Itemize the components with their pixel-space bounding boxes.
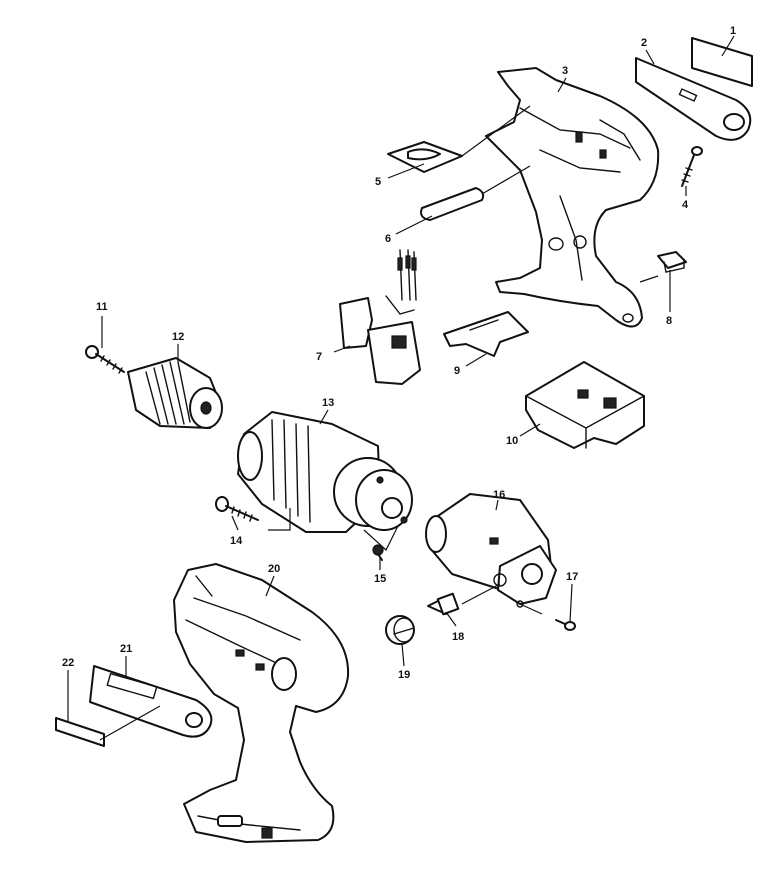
part-switch — [339, 249, 421, 385]
part-small-screw — [363, 525, 399, 561]
part-battery-terminal-block — [525, 361, 645, 449]
callout-4: 4 — [682, 199, 689, 211]
part-reverse-lever — [420, 187, 485, 221]
part-tapping-screw — [681, 146, 703, 187]
callout-5: 5 — [375, 176, 381, 188]
callout-8: 8 — [666, 315, 672, 327]
callout-17: 17 — [566, 571, 578, 583]
part-brush-cap — [385, 615, 415, 645]
callout-21: 21 — [120, 643, 132, 655]
callout-10: 10 — [506, 435, 518, 447]
part-dc-motor — [425, 493, 557, 608]
callout-15: 15 — [374, 573, 386, 585]
callout-labels: 1 2 3 4 5 6 7 8 9 10 11 12 13 14 15 16 1… — [62, 25, 736, 681]
part-lead-holder — [443, 311, 529, 357]
part-terminal-clip — [657, 251, 687, 273]
part-housing-set-right — [485, 67, 660, 328]
callout-11: 11 — [96, 301, 108, 313]
callout-16: 16 — [493, 489, 505, 501]
callout-1: 1 — [730, 25, 736, 37]
callout-19: 19 — [398, 669, 410, 681]
callout-6: 6 — [385, 233, 391, 245]
part-carbon-brush-holder — [427, 583, 501, 616]
part-chuck-screw — [85, 345, 125, 374]
callout-22: 22 — [62, 657, 74, 669]
part-housing-cover — [635, 57, 752, 141]
part-gear-assembly — [237, 411, 413, 533]
callout-7: 7 — [316, 351, 322, 363]
part-pan-head-screw — [215, 496, 291, 531]
part-label-plate — [691, 37, 753, 87]
callout-18: 18 — [452, 631, 464, 643]
callout-12: 12 — [172, 331, 184, 343]
part-lever-pad — [387, 141, 463, 173]
part-motor-screw — [519, 603, 576, 631]
part-name-plate — [55, 717, 105, 747]
part-keyless-chuck — [127, 357, 223, 429]
callout-14: 14 — [230, 535, 243, 547]
callout-20: 20 — [268, 563, 280, 575]
callout-3: 3 — [562, 65, 568, 77]
leader-lines — [67, 35, 735, 741]
callout-2: 2 — [641, 37, 647, 49]
callout-13: 13 — [322, 397, 334, 409]
callout-9: 9 — [454, 365, 460, 377]
part-side-cover — [89, 665, 213, 738]
part-housing-set-left — [173, 563, 350, 843]
